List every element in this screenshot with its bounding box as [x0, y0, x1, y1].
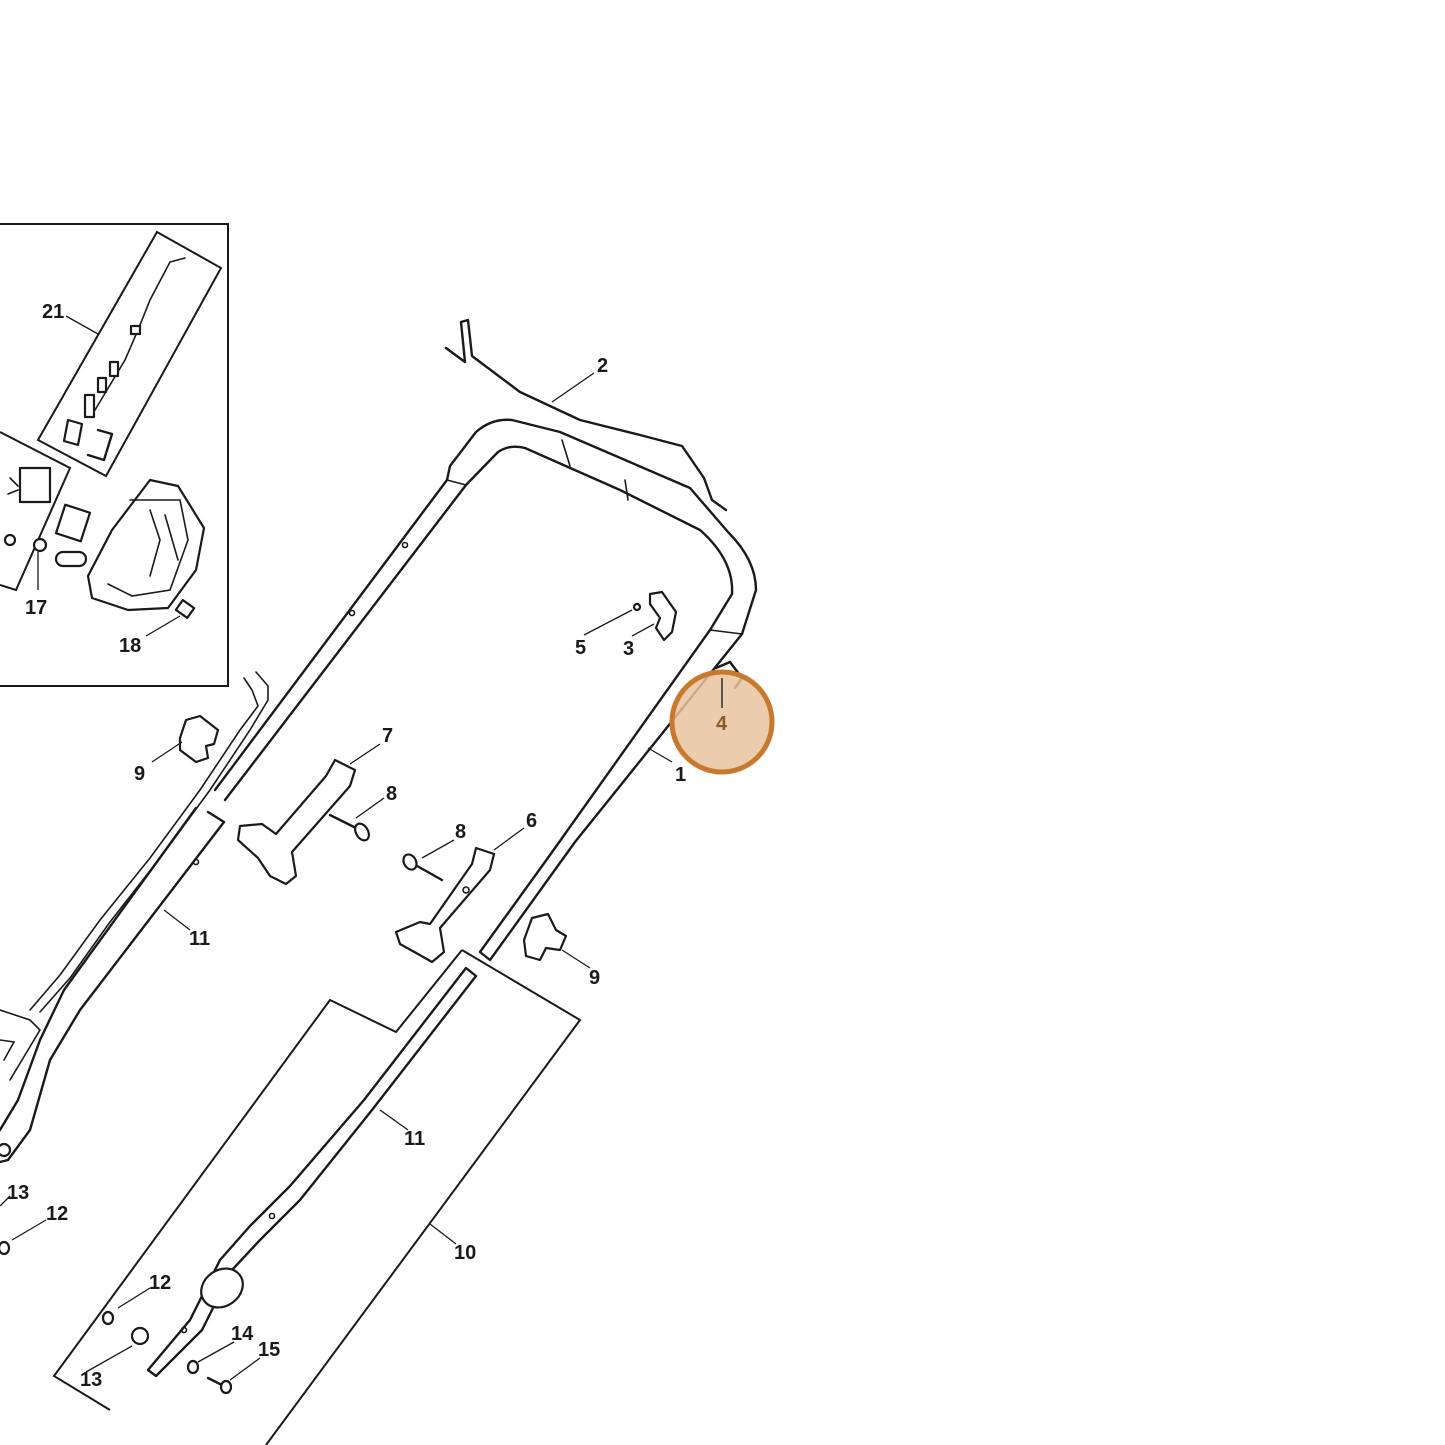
cable-left — [0, 671, 269, 1081]
part-21-cable — [62, 257, 186, 462]
callout-8-upper: 8 — [386, 783, 397, 805]
inset-box-lower — [52, 949, 582, 1445]
callout-11-lower: 11 — [404, 1128, 425, 1150]
part-1-handle — [213, 418, 758, 962]
part-9-knob-right — [522, 912, 568, 962]
callout-3: 3 — [623, 638, 634, 660]
part-3-clip — [648, 590, 678, 642]
callout-1: 1 — [675, 764, 686, 786]
callout-7: 7 — [382, 725, 393, 747]
part-12-13-small — [0, 1142, 12, 1256]
part-5-screw — [632, 602, 642, 612]
part-switch-housing — [86, 478, 206, 620]
callout-11-upper: 11 — [189, 928, 210, 950]
part-cap — [101, 1267, 244, 1395]
inset-box-switch — [0, 223, 229, 687]
part-9-knob-left — [178, 714, 220, 764]
callout-18: 18 — [119, 635, 141, 657]
callout-12-upper: 12 — [46, 1203, 68, 1225]
callout-10: 10 — [454, 1242, 476, 1264]
highlight-circle[interactable] — [669, 669, 775, 775]
callout-9-left: 9 — [134, 763, 145, 785]
callout-8-lower: 8 — [455, 821, 466, 843]
part-17-small-parts — [3, 466, 92, 568]
callout-14: 14 — [231, 1323, 254, 1345]
part-8-bolt — [328, 813, 370, 842]
callout-6: 6 — [526, 810, 537, 832]
callout-21: 21 — [42, 301, 64, 323]
callout-13-lower: 13 — [80, 1369, 102, 1391]
callout-4: 4 — [716, 713, 728, 735]
callout-15: 15 — [258, 1339, 280, 1361]
leader-lines — [0, 315, 723, 1381]
part-2-rod — [444, 318, 728, 512]
part-11-lower-tube-left — [0, 806, 226, 1164]
callout-17: 17 — [25, 597, 47, 619]
part-6-bracket — [394, 846, 496, 964]
part-7-bracket — [236, 758, 357, 886]
part-8-bolt-2 — [402, 853, 444, 882]
callout-2: 2 — [597, 355, 608, 377]
highlight-callout-4[interactable]: 4 — [669, 669, 775, 775]
callout-9-right: 9 — [589, 967, 600, 989]
callout-5: 5 — [575, 637, 586, 659]
callout-12-lower: 12 — [149, 1272, 171, 1294]
part-11-lower-tube-right — [146, 966, 478, 1378]
callout-13-upper: 13 — [7, 1182, 29, 1204]
